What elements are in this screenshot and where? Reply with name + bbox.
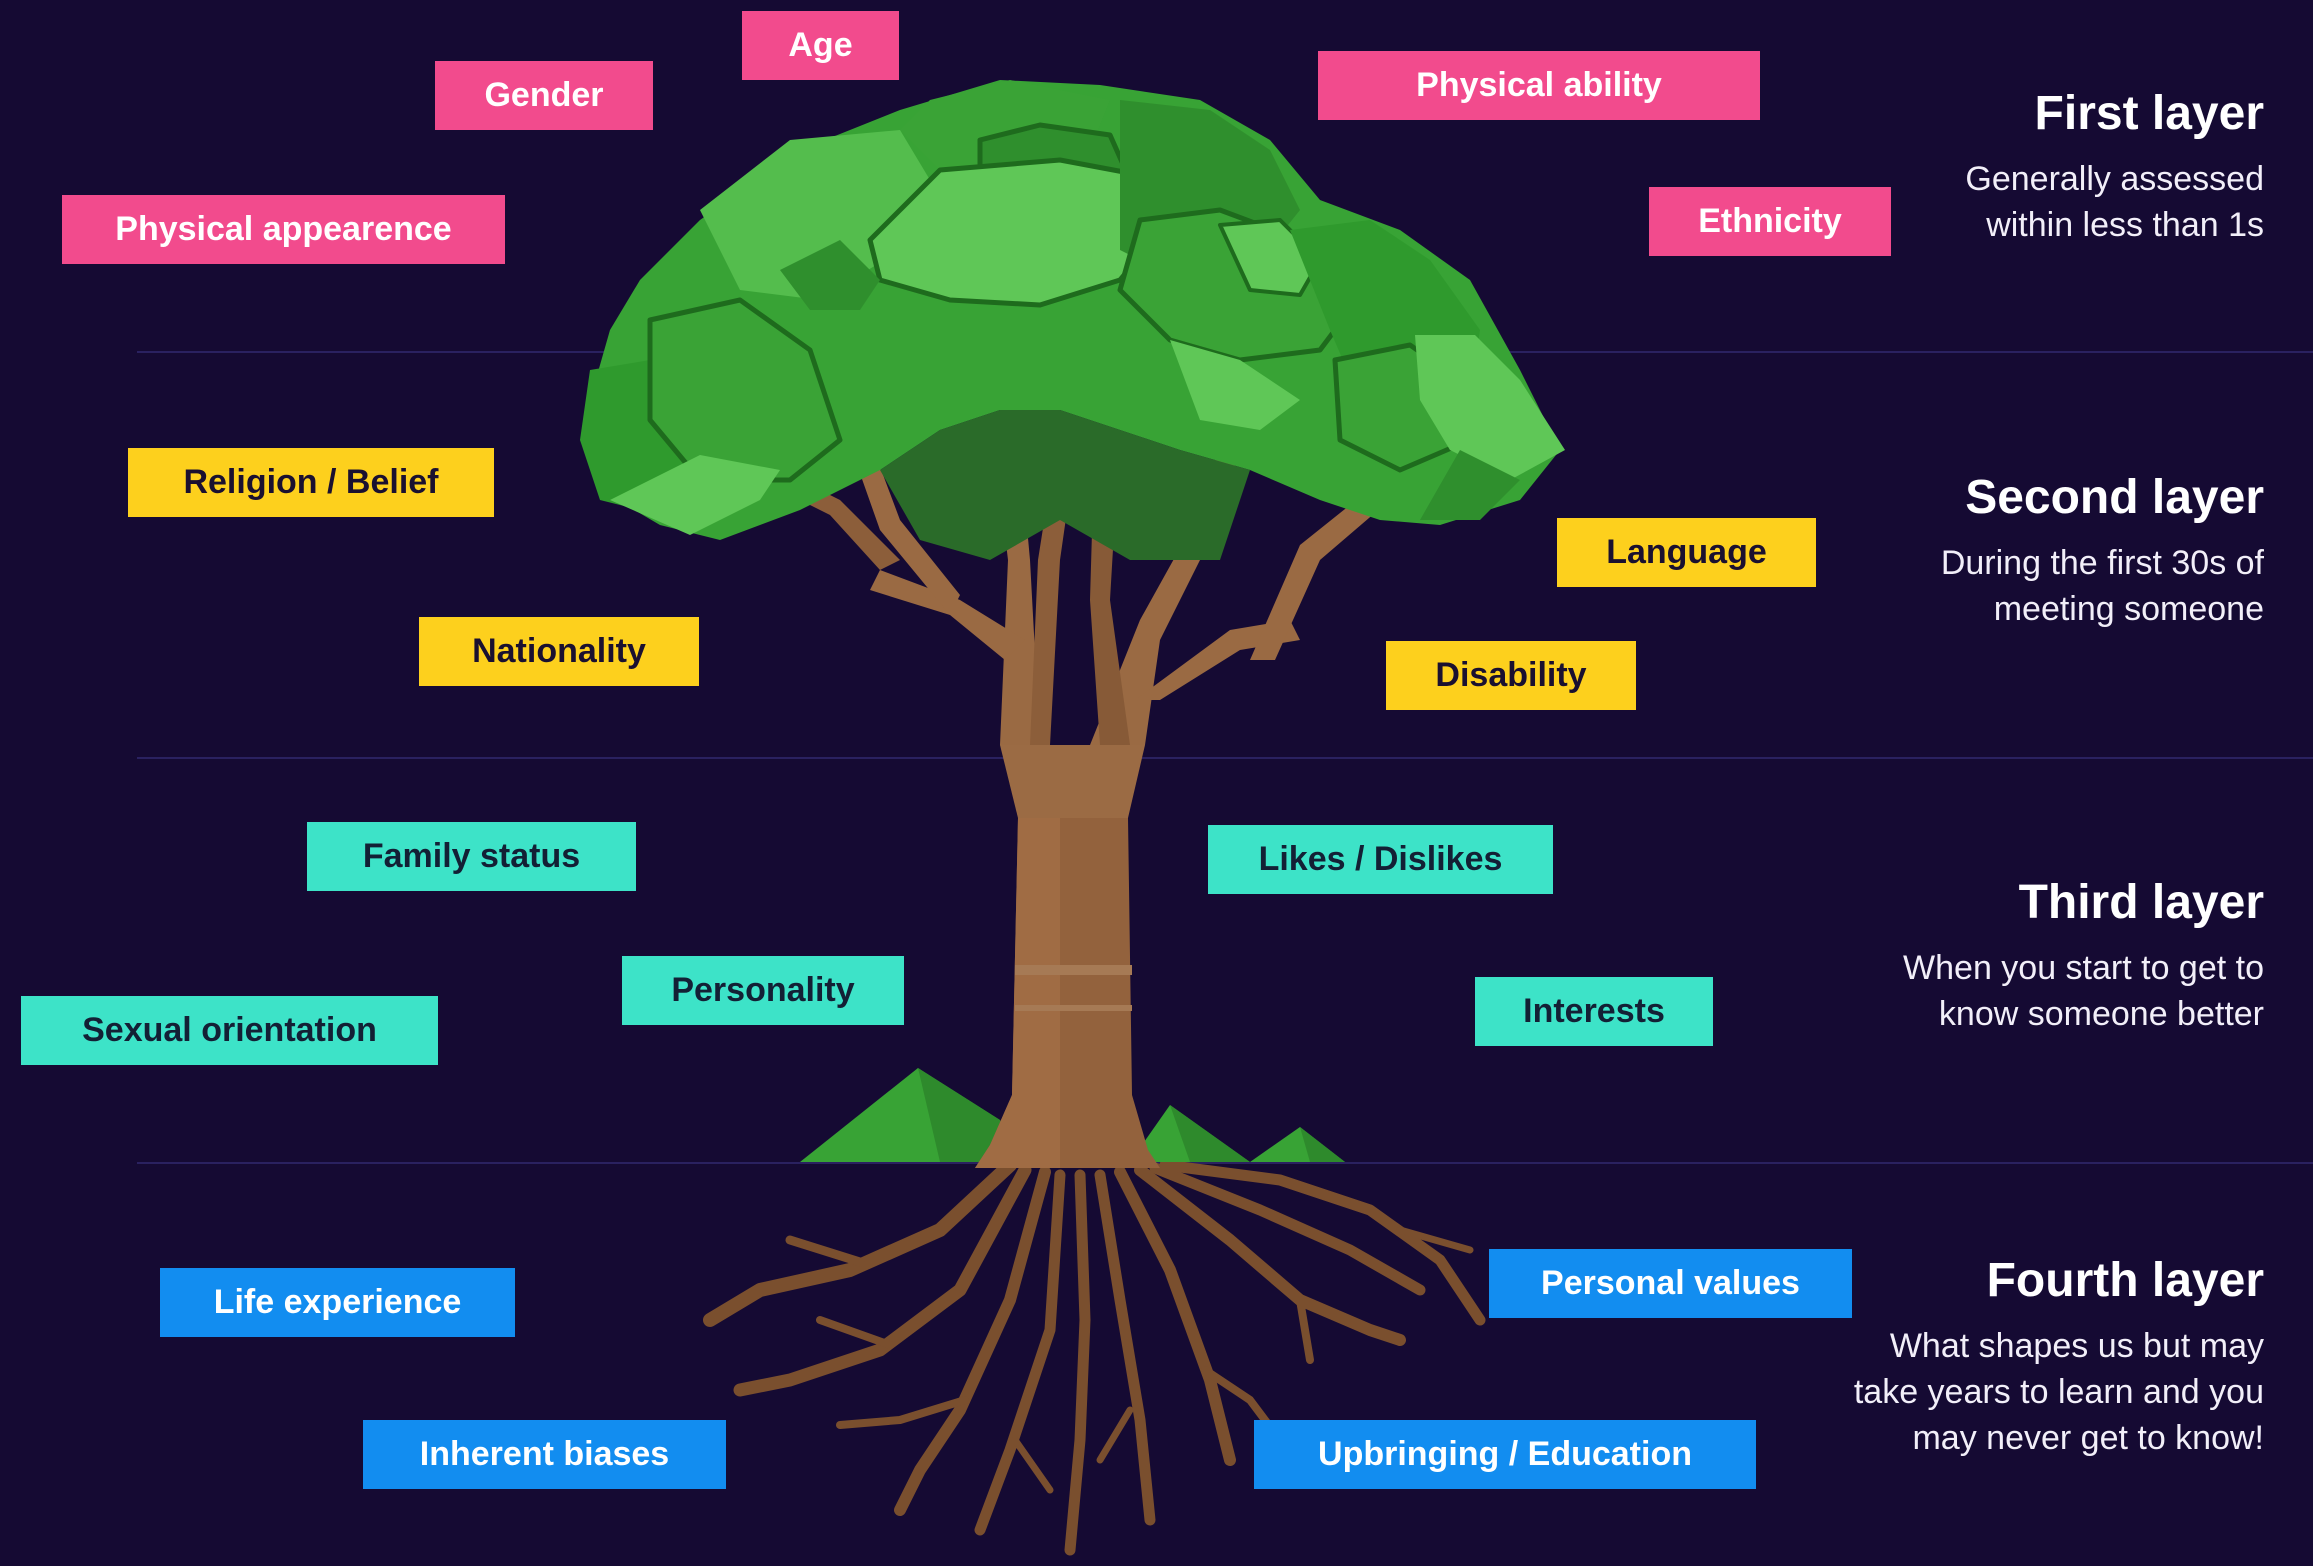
layer-title: Third layer <box>2018 876 2264 929</box>
layer-4-description-block: Fourth layer What shapes us but may take… <box>1854 1253 2264 1461</box>
tag-sexual-orientation: Sexual orientation <box>21 996 438 1065</box>
tag-language: Language <box>1557 518 1816 587</box>
layer-description-line: meeting someone <box>1993 590 2264 628</box>
tag-inherent-biases: Inherent biases <box>363 1420 726 1489</box>
layer-description-line: When you start to get to <box>1903 949 2264 987</box>
layer-description: During the first 30s of meeting someone <box>1941 540 2264 632</box>
layer-divider <box>137 757 2313 759</box>
layer-description-line: know someone better <box>1938 995 2264 1033</box>
layer-description-line: During the first 30s of <box>1940 544 2264 582</box>
layer-description-line: within less than 1s <box>1986 206 2264 244</box>
tag-nationality: Nationality <box>419 617 699 686</box>
tag-religion-belief: Religion / Belief <box>128 448 494 517</box>
layer-divider <box>137 1162 2313 1164</box>
tag-upbringing-education: Upbringing / Education <box>1254 1420 1756 1489</box>
layer-description: When you start to get to know someone be… <box>1903 945 2264 1037</box>
tag-physical-appearance: Physical appearence <box>62 195 505 264</box>
tag-family-status: Family status <box>307 822 636 891</box>
layer-1-description-block: First layer Generally assessed within le… <box>1965 86 2264 248</box>
tag-personality: Personality <box>622 956 904 1025</box>
tag-physical-ability: Physical ability <box>1318 51 1760 120</box>
tag-gender: Gender <box>435 61 653 130</box>
layer-description-line: What shapes us but may <box>1889 1327 2264 1365</box>
layer-description: What shapes us but may take years to lea… <box>1854 1323 2264 1461</box>
layer-description-line: Generally assessed <box>1965 160 2264 198</box>
tag-interests: Interests <box>1475 977 1713 1046</box>
layer-title: First layer <box>2034 87 2264 140</box>
tree-foliage <box>580 80 1565 560</box>
tag-disability: Disability <box>1386 641 1636 710</box>
tree-roots <box>703 1158 1486 1556</box>
tag-age: Age <box>742 11 899 80</box>
layer-description-line: may never get to know! <box>1912 1419 2264 1457</box>
tree-trunk <box>770 420 1390 1168</box>
tag-likes-dislikes: Likes / Dislikes <box>1208 825 1553 894</box>
layer-3-description-block: Third layer When you start to get to kno… <box>1903 875 2264 1037</box>
layer-description: Generally assessed within less than 1s <box>1965 156 2264 248</box>
tag-personal-values: Personal values <box>1489 1249 1852 1318</box>
layer-description-line: take years to learn and you <box>1853 1373 2264 1411</box>
tag-ethnicity: Ethnicity <box>1649 187 1891 256</box>
layer-2-description-block: Second layer During the first 30s of mee… <box>1941 470 2264 632</box>
ground-hills <box>800 1068 1345 1162</box>
layer-title: Fourth layer <box>1986 1254 2264 1307</box>
tag-life-experience: Life experience <box>160 1268 515 1337</box>
layer-title: Second layer <box>1965 471 2264 524</box>
